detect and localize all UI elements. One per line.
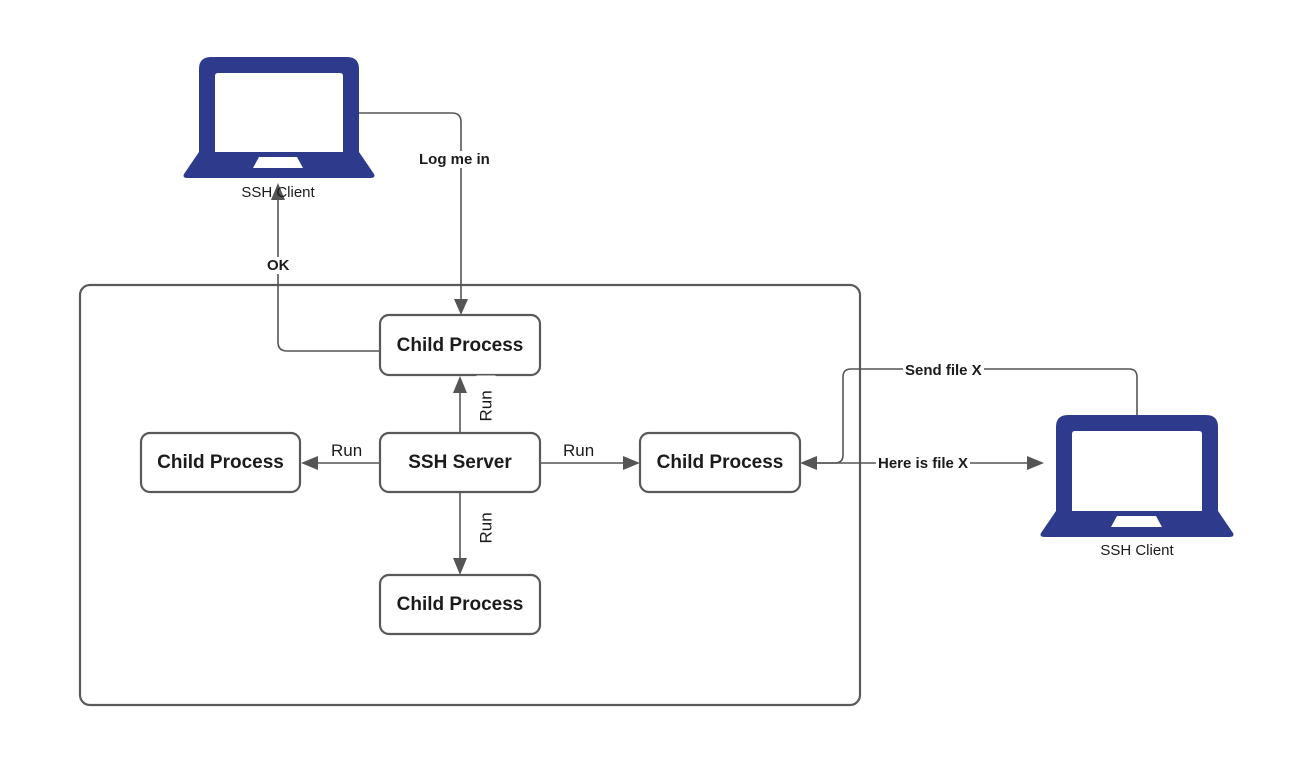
laptop-screen-bezel (1056, 415, 1218, 514)
node-label-ssh-server: SSH Server (408, 452, 512, 473)
edge-send-file-x-arrowhead (800, 456, 817, 470)
edge-label-send-file-x: Send file X (903, 362, 984, 379)
edge-run-up-arrowhead (453, 376, 467, 393)
node-label-child-bottom: Child Process (396, 594, 524, 615)
device-label-client-right: SSH Client (1100, 542, 1174, 559)
edge-label-ok: OK (265, 257, 292, 274)
laptop-screen-bezel (199, 57, 359, 155)
laptop-notch (1111, 516, 1162, 527)
laptop-notch (253, 157, 303, 168)
device-label-client-top: SSH Client (241, 184, 315, 201)
edge-run-down-arrowhead (453, 558, 467, 575)
node-box-ssh-server[interactable] (378, 431, 542, 494)
edge-label-run-left: Run (329, 441, 365, 460)
laptop-icon-client-top[interactable] (183, 57, 375, 178)
node-box-child-right[interactable] (638, 431, 802, 494)
edge-log-me-in-arrowhead (454, 299, 468, 315)
edge-label-run-up: Run (476, 375, 496, 424)
edge-send-file-x (812, 368, 1138, 464)
edge-log-me-in (358, 112, 462, 305)
edge-label-log-me-in: Log me in (417, 151, 492, 168)
edge-ok-arrowhead (271, 183, 285, 200)
edge-run-left-arrowhead (301, 456, 318, 470)
node-label-child-top: Child Process (396, 335, 524, 356)
node-box-child-top[interactable] (378, 313, 542, 377)
edge-label-run-right: Run (561, 441, 597, 460)
node-box-child-bottom[interactable] (378, 573, 542, 636)
edge-label-here-is-file-x: Here is file X (876, 455, 971, 472)
ssh-server-host-container (78, 283, 862, 707)
node-label-child-left: Child Process (157, 452, 284, 473)
node-label-child-right: Child Process (656, 452, 784, 473)
edge-label-run-down: Run (476, 497, 496, 546)
node-box-child-left[interactable] (139, 431, 302, 494)
edge-here-is-file-x-arrowhead-right (1027, 456, 1044, 470)
edge-ok (277, 196, 380, 352)
laptop-icon-client-right[interactable] (1040, 415, 1234, 537)
edge-run-right-arrowhead (623, 456, 640, 470)
